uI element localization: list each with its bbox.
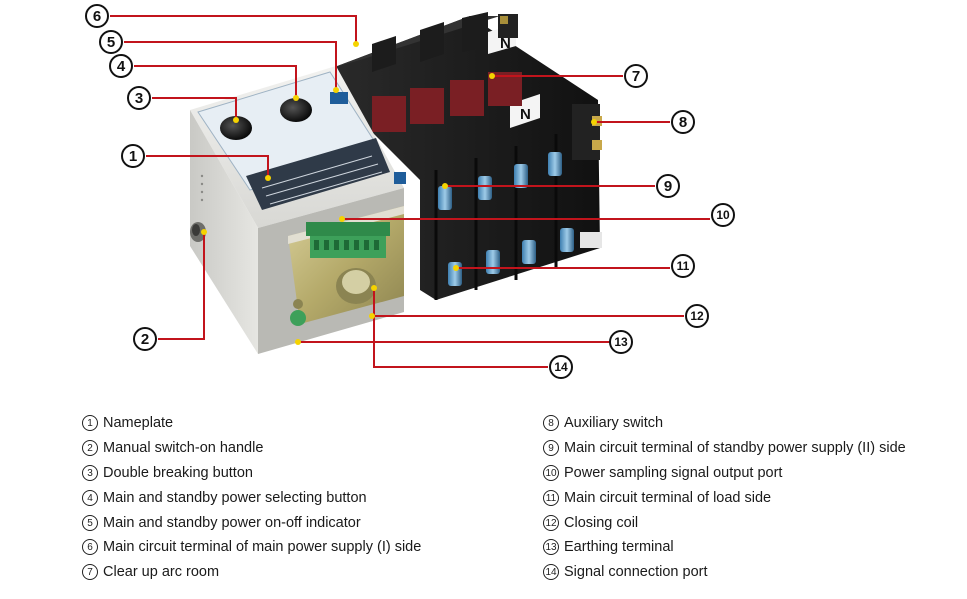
svg-text:2: 2 (141, 331, 149, 348)
earthing-terminal (290, 310, 306, 326)
legend-label: Auxiliary switch (564, 415, 664, 432)
legend-label: Main and standby power selecting button (103, 489, 367, 506)
legend-number: 5 (82, 514, 98, 531)
legend-item-13: 13 Earthing terminal (543, 535, 906, 560)
callout-10: 10 (711, 203, 735, 227)
callout-14: 14 (549, 355, 573, 379)
legend-label: Clear up arc room (103, 564, 220, 581)
legend-label: Manual switch-on handle (103, 440, 264, 457)
legend-number: 14 (543, 564, 559, 581)
svg-text:9: 9 (664, 178, 672, 195)
callout-4: 4 (109, 54, 133, 78)
legend-number: 13 (543, 539, 559, 556)
svg-text:11: 11 (677, 259, 690, 273)
legend-item-5: 5 Main and standby power on-off indicator (82, 510, 421, 535)
transfer-switch-illustration: N N (85, 4, 735, 379)
legend-number: 3 (82, 464, 98, 481)
svg-text:1: 1 (129, 148, 137, 165)
control-box (190, 66, 406, 354)
legend-number: 1 (82, 415, 98, 432)
legend-number: 6 (82, 539, 98, 556)
svg-text:12: 12 (690, 309, 704, 323)
legend-label: Main circuit terminal of load side (564, 489, 772, 506)
legend-number: 8 (543, 415, 559, 432)
svg-text:10: 10 (716, 208, 730, 222)
svg-text:7: 7 (632, 68, 640, 85)
legend-label: Signal connection port (564, 564, 708, 581)
arc-chamber-grids (372, 72, 522, 132)
callout-9: 9 (656, 174, 680, 198)
callout-1: 1 (121, 144, 145, 168)
on-off-indicator (330, 92, 348, 104)
legend-number: 7 (82, 564, 98, 581)
svg-text:3: 3 (135, 90, 143, 107)
double-breaking-button (220, 116, 252, 140)
legend-label: Earthing terminal (564, 539, 674, 556)
legend-label: Main circuit terminal of standby power s… (564, 440, 906, 457)
power-selecting-button (280, 98, 312, 122)
legend-label: Power sampling signal output port (564, 464, 783, 481)
leader-dots (201, 41, 597, 345)
legend-number: 10 (543, 464, 559, 481)
auxiliary-switch-body (572, 104, 600, 160)
legend-item-6: 6 Main circuit terminal of main power sup… (82, 535, 421, 560)
callout-2: 2 (133, 327, 157, 351)
legend-label: Closing coil (564, 514, 639, 531)
leader-lines (110, 15, 710, 368)
legend-item-11: 11 Main circuit terminal of load side (543, 485, 906, 510)
legend-item-7: 7 Clear up arc room (82, 560, 421, 585)
callout-13: 13 (609, 330, 633, 354)
svg-text:6: 6 (93, 8, 101, 25)
callout-3: 3 (127, 86, 151, 110)
callout-8: 8 (671, 110, 695, 134)
legend-label: Main circuit terminal of main power supp… (103, 539, 422, 556)
legend-left: 1 Nameplate 2 Manual switch-on handle 3 Dou… (82, 411, 421, 585)
callout-5: 5 (99, 30, 123, 54)
legend-number: 11 (543, 489, 559, 506)
callout-7: 7 (624, 64, 648, 88)
legend-number: 9 (543, 440, 559, 457)
svg-text:4: 4 (117, 58, 126, 75)
svg-text:8: 8 (679, 114, 687, 131)
legend-item-4: 4 Main and standby power selecting button (82, 485, 421, 510)
legend-item-2: 2 Manual switch-on handle (82, 436, 421, 461)
blue-terminals (438, 152, 574, 286)
legend-number: 12 (543, 514, 559, 531)
pole-letter-top: N (500, 35, 511, 52)
signal-connection-port (306, 222, 390, 236)
legend-label: Main and standby power on-off indicator (103, 514, 361, 531)
legend-item-3: 3 Double breaking button (82, 461, 421, 486)
legend-label: Nameplate (103, 415, 174, 432)
svg-text:13: 13 (614, 335, 628, 349)
pole-body: N N (332, 12, 602, 300)
legend-item-9: 9 Main circuit terminal of standby power … (543, 436, 906, 461)
legend-number: 4 (82, 489, 98, 506)
callout-circles: 6 5 4 3 1 2 7 8 9 10 11 12 13 14 (85, 4, 735, 379)
svg-text:14: 14 (554, 360, 568, 374)
pole-letter-bottom: N (520, 106, 531, 123)
svg-text:5: 5 (107, 34, 115, 51)
legend-item-10: 10 Power sampling signal output port (543, 461, 906, 486)
legend-label: Double breaking button (103, 464, 253, 481)
callout-6: 6 (85, 4, 109, 28)
callout-11: 11 (671, 254, 695, 278)
legend-item-8: 8 Auxiliary switch (543, 411, 906, 436)
nameplate-panel (246, 138, 390, 210)
legend-item-1: 1 Nameplate (82, 411, 421, 436)
legend-item-14: 14 Signal connection port (543, 560, 906, 585)
callout-12: 12 (685, 304, 709, 328)
legend-number: 2 (82, 440, 98, 457)
legend-item-12: 12 Closing coil (543, 510, 906, 535)
